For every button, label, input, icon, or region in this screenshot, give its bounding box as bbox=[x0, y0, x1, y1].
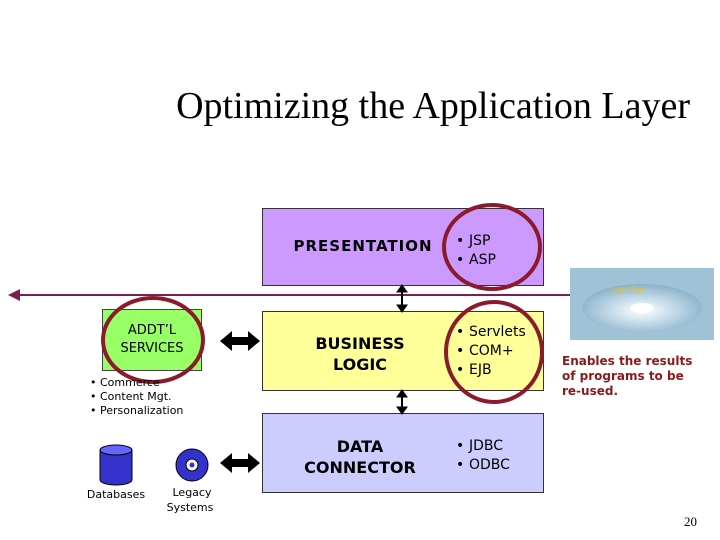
services-box bbox=[102, 309, 202, 371]
databases-data-connector-arrow bbox=[220, 453, 260, 473]
cache-note-line3: re-used. bbox=[562, 384, 619, 398]
cache-note-line1: Enables the results bbox=[562, 354, 693, 368]
arrow-business-data bbox=[396, 389, 408, 415]
legacy-system-icon bbox=[175, 448, 209, 482]
highlight-circle-business bbox=[444, 300, 544, 404]
services-label-line2: SERVICES bbox=[120, 341, 184, 356]
business-logic-label-line2: LOGIC bbox=[332, 355, 388, 374]
list-item: Commerce bbox=[90, 376, 183, 390]
cache-disc-image bbox=[570, 268, 714, 340]
list-item: JDBC bbox=[456, 437, 510, 456]
data-connector-label-line1: DATA bbox=[336, 437, 384, 456]
database-icon bbox=[99, 444, 133, 486]
highlight-circle-presentation bbox=[442, 203, 542, 291]
presentation-tech-list: JSP ASP bbox=[456, 232, 496, 270]
business-logic-label-line1: BUSINESS bbox=[315, 334, 405, 353]
cache-label: cache bbox=[612, 283, 645, 297]
list-item: EJB bbox=[456, 361, 526, 380]
list-item: JSP bbox=[456, 232, 496, 251]
list-item: ASP bbox=[456, 251, 496, 270]
data-connector-label-line2: CONNECTOR bbox=[304, 458, 416, 477]
list-item: Personalization bbox=[90, 404, 183, 418]
legacy-systems-label-line2: Systems bbox=[166, 501, 214, 514]
arrow-presentation-business bbox=[396, 284, 408, 313]
services-label-line1: ADDT’L bbox=[127, 323, 177, 338]
cache-note-line2: of programs to be bbox=[562, 369, 684, 383]
slide-title: Optimizing the Application Layer bbox=[176, 85, 690, 127]
presentation-label: PRESENTATION bbox=[293, 237, 433, 255]
list-item: ODBC bbox=[456, 456, 510, 475]
list-item: COM+ bbox=[456, 342, 526, 361]
page-number: 20 bbox=[684, 514, 697, 529]
services-list: Commerce Content Mgt. Personalization bbox=[90, 376, 183, 418]
list-item: Servlets bbox=[456, 323, 526, 342]
presentation-box bbox=[262, 208, 544, 286]
databases-label: Databases bbox=[86, 488, 146, 501]
data-connector-tech-list: JDBC ODBC bbox=[456, 437, 510, 475]
list-item: Content Mgt. bbox=[90, 390, 183, 404]
legacy-systems-label-line1: Legacy bbox=[172, 486, 212, 499]
business-tech-list: Servlets COM+ EJB bbox=[456, 323, 526, 380]
services-business-arrow bbox=[220, 331, 260, 351]
